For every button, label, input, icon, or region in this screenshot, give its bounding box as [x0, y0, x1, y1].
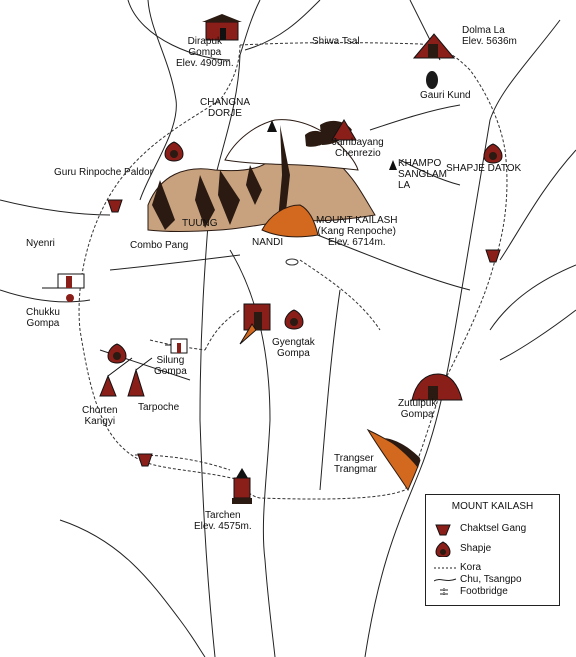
shapje-icon	[107, 343, 127, 364]
label-nandi: NANDI	[252, 237, 284, 248]
label-shapje-datok: SHAPJE DATOK	[446, 163, 522, 174]
label-jambayang: Jambayang Chenrezio	[332, 137, 384, 159]
chorten-icon	[232, 468, 252, 504]
label-chorten-kangyi: Chorten Kangyi	[82, 405, 118, 427]
shapje-icon	[435, 541, 451, 558]
legend-kora: Kora	[434, 562, 481, 576]
label-nyenri: Nyenri	[26, 238, 55, 249]
label-chukku: Chukku Gompa	[26, 307, 60, 329]
shapje-icon	[483, 143, 503, 164]
chaktsel-gang-icon	[435, 524, 451, 536]
label-gauri-kund: Gauri Kund	[420, 90, 471, 101]
label-tarpoche: Tarpoche	[138, 402, 180, 413]
legend-footbridge: Footbridge	[434, 586, 508, 600]
label-gyengtak: Gyengtak Gompa	[272, 337, 315, 359]
label-khampo: KHAMPO SANGLAM LA	[398, 158, 447, 191]
label-trangser: Trangser Trangmar	[334, 453, 377, 475]
chorten-icon	[389, 160, 397, 170]
chaktsel-gang-icon	[107, 199, 123, 213]
kora-line-icon	[434, 567, 456, 569]
chorten-icon	[99, 357, 153, 397]
map-legend: MOUNT KAILASH Chaktsel Gang Shapje Kora …	[425, 494, 560, 606]
label-dirapuk: Dirapuk Gompa Elev. 4909m.	[176, 36, 234, 69]
gompa-icon	[412, 33, 456, 59]
gompa-icon	[202, 14, 242, 41]
label-mount-kailash: MOUNT KAILASH (Kang Renpoche) Elev. 6714…	[316, 215, 398, 248]
legend-shapje: Shapje	[434, 541, 491, 560]
label-shiwa-tsal: Shiwa Tsal	[312, 36, 360, 47]
legend-title: MOUNT KAILASH	[451, 501, 534, 512]
gompa-icon	[411, 373, 463, 401]
label-dolma-la: Dolma La Elev. 5636m	[462, 25, 517, 47]
shapje-icon	[164, 141, 184, 162]
river-line-icon	[433, 578, 457, 582]
label-tuung: TUUNG	[182, 218, 218, 229]
shapje-icon	[284, 309, 304, 330]
gompa-icon	[42, 273, 85, 302]
legend-chaktsel: Chaktsel Gang	[434, 523, 526, 540]
footbridge-icon	[440, 588, 448, 596]
gompa-icon	[239, 303, 271, 345]
label-zutulpuk: Zutulpuk Gompa	[398, 398, 437, 420]
label-changna-dorje: CHANGNA DORJE	[200, 97, 251, 119]
label-tarchen: Tarchen Elev. 4575m.	[194, 510, 252, 532]
chaktsel-gang-icon	[485, 249, 501, 263]
label-combo-pang: Combo Pang	[130, 240, 189, 251]
label-guru-rinpoche: Guru Rinpoche Paldor	[54, 167, 153, 178]
chorten-icon	[267, 120, 277, 132]
chaktsel-gang-icon	[137, 453, 153, 467]
gompa-icon	[165, 338, 188, 354]
legend-chu: Chu, Tsangpo	[433, 574, 522, 588]
label-silung: Silung Gompa	[154, 355, 187, 377]
chaktsel-gang-icon	[331, 119, 357, 141]
